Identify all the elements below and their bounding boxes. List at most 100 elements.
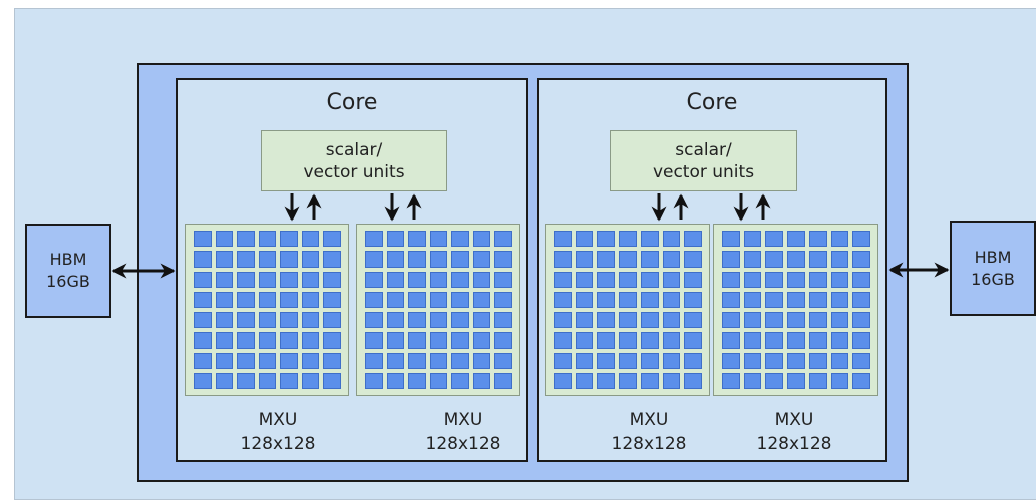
mxu-cell xyxy=(258,251,277,268)
mxu-cell xyxy=(408,271,426,288)
mxu-cell xyxy=(597,251,616,268)
mxu-cell xyxy=(743,291,762,308)
mxu-cell xyxy=(640,291,659,308)
mxu-cell xyxy=(597,372,616,389)
mxu-cell xyxy=(662,291,681,308)
mxu-cell xyxy=(554,312,572,329)
mxu-cell xyxy=(365,231,383,248)
mxu-cell xyxy=(554,231,572,248)
mxu-cell xyxy=(662,372,681,389)
mxu-cell xyxy=(215,251,234,268)
mxu-cell xyxy=(494,332,512,349)
mxu-cell xyxy=(852,251,870,268)
mxu-cell xyxy=(830,291,849,308)
mxu-cell xyxy=(554,251,572,268)
mxu-cell xyxy=(258,312,277,329)
mxu-cell xyxy=(365,251,383,268)
mxu-cell xyxy=(194,372,212,389)
mxu-cell xyxy=(765,332,784,349)
mxu-cell xyxy=(323,312,341,329)
mxu-cell xyxy=(619,352,637,369)
mxu-cell xyxy=(194,332,212,349)
mxu-cell xyxy=(386,251,405,268)
mxu-grid xyxy=(713,224,878,396)
hbm-label-line1: HBM xyxy=(49,250,87,269)
mxu-cell xyxy=(408,352,426,369)
mxu-cell xyxy=(280,372,298,389)
mxu-cell xyxy=(662,271,681,288)
mxu-cell xyxy=(237,312,255,329)
mxu-cell xyxy=(472,372,491,389)
mxu-cell xyxy=(619,372,637,389)
mxu-cell xyxy=(787,271,805,288)
mxu-cell xyxy=(280,332,298,349)
mxu-cell xyxy=(765,231,784,248)
mxu-cell xyxy=(597,231,616,248)
mxu-cell xyxy=(323,251,341,268)
mxu-cell xyxy=(472,352,491,369)
mxu-grid xyxy=(185,224,349,396)
mxu-cell xyxy=(194,312,212,329)
mxu-cell xyxy=(808,251,827,268)
mxu-cell xyxy=(684,332,702,349)
mxu-label-line1: MXU xyxy=(443,410,483,430)
mxu-cell xyxy=(743,352,762,369)
mxu-cell xyxy=(554,372,572,389)
mxu-cell xyxy=(194,251,212,268)
mxu-cell xyxy=(194,352,212,369)
mxu-cell xyxy=(765,291,784,308)
mxu-cell xyxy=(787,291,805,308)
mxu-cell xyxy=(852,372,870,389)
mxu-cell xyxy=(408,231,426,248)
mxu-cell xyxy=(494,312,512,329)
mxu-cell xyxy=(301,271,320,288)
mxu-cell xyxy=(494,291,512,308)
mxu-cell xyxy=(619,312,637,329)
mxu-cell xyxy=(852,312,870,329)
mxu-cell xyxy=(429,271,448,288)
mxu-cell xyxy=(722,231,740,248)
mxu-cell xyxy=(301,231,320,248)
mxu-cell xyxy=(808,271,827,288)
mxu-cell xyxy=(429,291,448,308)
mxu-cell xyxy=(237,271,255,288)
mxu-cell xyxy=(852,231,870,248)
mxu-label-line2: 128x128 xyxy=(425,434,501,454)
mxu-cell xyxy=(215,291,234,308)
mxu-cell xyxy=(215,271,234,288)
mxu-cell xyxy=(472,251,491,268)
mxu-label-line1: MXU xyxy=(774,410,814,430)
mxu-cell xyxy=(597,312,616,329)
mxu-cell xyxy=(258,372,277,389)
mxu-cell xyxy=(743,312,762,329)
mxu-cell xyxy=(787,332,805,349)
mxu-label-line2: 128x128 xyxy=(240,434,316,454)
mxu-cell xyxy=(194,271,212,288)
mxu-cell xyxy=(365,312,383,329)
mxu-cell xyxy=(237,332,255,349)
units-label-line1: scalar/ xyxy=(325,139,383,160)
mxu-cell xyxy=(451,372,469,389)
mxu-cell xyxy=(684,352,702,369)
mxu-cell xyxy=(451,271,469,288)
mxu-cell xyxy=(722,271,740,288)
core-title: Core xyxy=(686,90,738,115)
mxu-cell xyxy=(386,271,405,288)
mxu-cell xyxy=(280,251,298,268)
mxu-cell xyxy=(765,271,784,288)
mxu-cell xyxy=(640,251,659,268)
mxu-cell xyxy=(429,231,448,248)
mxu-cell xyxy=(280,352,298,369)
mxu-cell xyxy=(280,312,298,329)
hbm-label-line2: 16GB xyxy=(971,269,1015,289)
mxu-cell xyxy=(386,352,405,369)
mxu-cell xyxy=(194,231,212,248)
mxu-label-line1: MXU xyxy=(258,410,298,430)
mxu-cell xyxy=(640,372,659,389)
mxu-cell xyxy=(258,271,277,288)
mxu-cell xyxy=(640,312,659,329)
mxu-cell xyxy=(722,332,740,349)
mxu-cell xyxy=(619,251,637,268)
mxu-cell xyxy=(408,291,426,308)
mxu-cell xyxy=(451,312,469,329)
